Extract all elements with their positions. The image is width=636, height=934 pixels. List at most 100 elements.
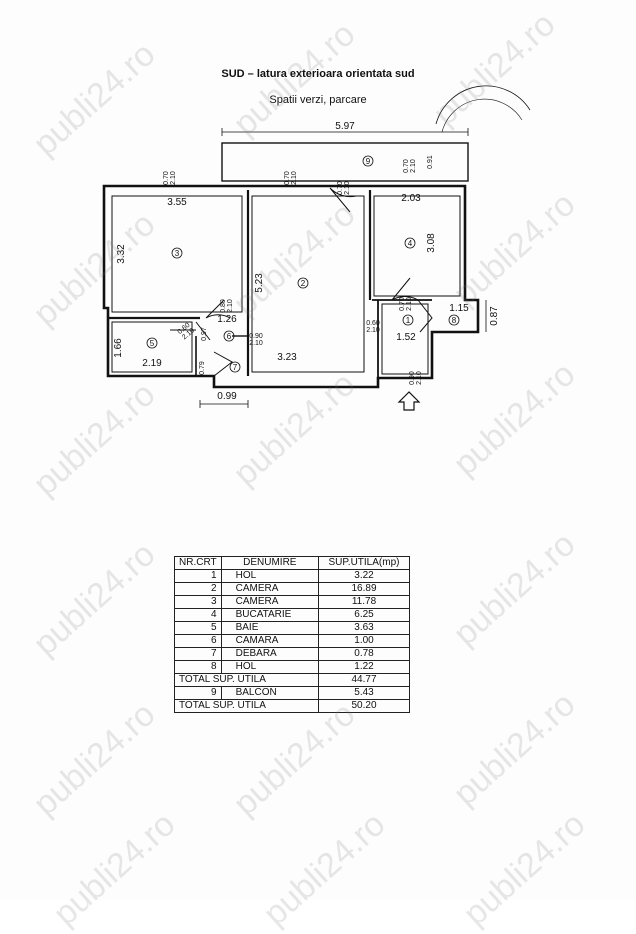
cell-nr: 6 [174,634,222,648]
room-number-6: 6 [227,332,232,341]
entrance-arrow-icon [397,391,421,411]
dim-balcony-depth: 0.91 [427,155,434,169]
cell-nr: 3 [174,595,222,609]
cell-total-value: 50.20 [318,699,410,713]
dim-room8-height: 0.87 [489,306,500,326]
door-label-1: 0.702.10 [163,171,177,185]
dim-room3-height: 3.32 [116,244,127,264]
cell-denumire: HOL [220,569,320,583]
room-number-4: 4 [408,239,413,248]
cell-nr: 1 [174,569,222,583]
table-row: 6 CAMARA 1.00 [174,634,410,648]
door-label-11: 0.902.10 [409,371,423,385]
table-header-row: NR.CRT DENUMIRE SUP.UTILA(mp) [174,556,410,570]
cell-area: 3.22 [318,569,410,583]
table-row: 4 BUCATARIE 6.25 [174,608,410,622]
area-table: NR.CRT DENUMIRE SUP.UTILA(mp) 1 HOL 3.22… [174,556,410,713]
dim-room4-height: 3.08 [426,233,437,253]
cell-denumire: BAIE [220,621,320,635]
cell-area: 0.78 [318,647,410,661]
cell-area: 11.78 [318,595,410,609]
column-header-suprafata: SUP.UTILA(mp) [318,556,410,570]
stamp [435,85,531,125]
cell-total-label: TOTAL SUP. UTILA [174,699,319,713]
door-swing-room8 [417,299,433,333]
cell-area: 16.89 [318,582,410,596]
dim-room1-width: 1.52 [396,332,416,343]
door-label-6: 0.802.10 [220,299,234,313]
dim-room8-width: 1.15 [449,303,469,314]
cell-denumire: HOL [220,660,320,674]
table-row: 3 CAMERA 11.78 [174,595,410,609]
room-number-3: 3 [175,249,180,258]
table-total-util-row: TOTAL SUP. UTILA 44.77 [174,673,410,687]
cell-total-util-value: 44.77 [318,673,410,687]
door-swing-room2 [329,187,357,213]
door-label-10: 0.702.10 [399,297,413,311]
room5-inner [111,321,193,373]
dim-room6-side: 0.97 [201,327,208,341]
room1-inner [381,303,429,375]
dim-room7-height: 0.79 [199,361,206,375]
cell-denumire: CAMERA [220,582,320,596]
cell-nr: 5 [174,621,222,635]
room3-inner [111,195,243,313]
cell-area: 1.22 [318,660,410,674]
table-row: 2 CAMERA 16.89 [174,582,410,596]
room-number-8: 8 [452,316,457,325]
cell-area: 5.43 [318,686,410,700]
cell-area: 6.25 [318,608,410,622]
cell-total-util-label: TOTAL SUP. UTILA [174,673,319,687]
room-number-5: 5 [150,339,155,348]
door-label-3: 0.702.10 [337,181,351,195]
cell-denumire: CAMARA [220,634,320,648]
door-swing-room3 [205,299,231,319]
dim-room6-width: 1.26 [217,314,237,325]
cell-denumire: CAMERA [220,595,320,609]
dim-room4-width: 2.03 [401,193,421,204]
orientation-subtitle: Spatii verzi, parcare [269,94,367,106]
table-row: 5 BAIE 3.63 [174,621,410,635]
cell-nr: 4 [174,608,222,622]
dim-room2-bottom: 3.23 [277,352,297,363]
cell-denumire: BUCATARIE [220,608,320,622]
cell-area: 1.00 [318,634,410,648]
dim-room3-width: 3.55 [167,197,187,208]
door-swing-room7 [213,351,233,377]
cell-nr: 7 [174,647,222,661]
room-number-1: 1 [406,316,411,325]
scanned-document-page: SUD – latura exterioara orientata sud Sp… [26,5,593,934]
column-header-nr: NR.CRT [174,556,222,570]
table-row: 1 HOL 3.22 [174,569,410,583]
room2-inner [251,195,365,373]
orientation-title: SUD – latura exterioara orientata sud [221,68,415,80]
room4-inner [373,195,461,297]
door-label-12: 0.602.10 [177,322,197,342]
table-total-row: TOTAL SUP. UTILA 50.20 [174,699,410,713]
door-swing-room5 [170,321,211,341]
cell-denumire: BALCON [220,686,320,700]
room-number-2: 2 [301,279,306,288]
cell-area: 3.63 [318,621,410,635]
dim-room2-height: 5.23 [254,273,265,293]
table-row: 7 DEBARA 0.78 [174,647,410,661]
cell-nr: 9 [174,686,222,700]
room-number-9: 9 [366,157,371,166]
table-row: 9 BALCON 5.43 [174,686,410,700]
door-swing-room4 [391,277,419,301]
column-header-denumire: DENUMIRE [220,556,320,570]
cell-nr: 2 [174,582,222,596]
dim-room5-height: 1.66 [113,338,124,358]
cell-denumire: DEBARA [220,647,320,661]
balcony-outline [221,142,469,182]
room-number-7: 7 [233,363,238,372]
door-label-4: 0.702.10 [403,159,417,173]
dim-room5-width: 2.19 [142,358,162,369]
door-label-2: 0.702.10 [284,171,298,185]
floor-plan: 5.97 3.55 3.32 5.23 3.23 2.03 3.08 1.15 … [102,85,531,411]
cell-nr: 8 [174,660,222,674]
dim-bottom-left: 0.99 [217,391,237,402]
dim-top-total: 5.97 [335,121,355,132]
